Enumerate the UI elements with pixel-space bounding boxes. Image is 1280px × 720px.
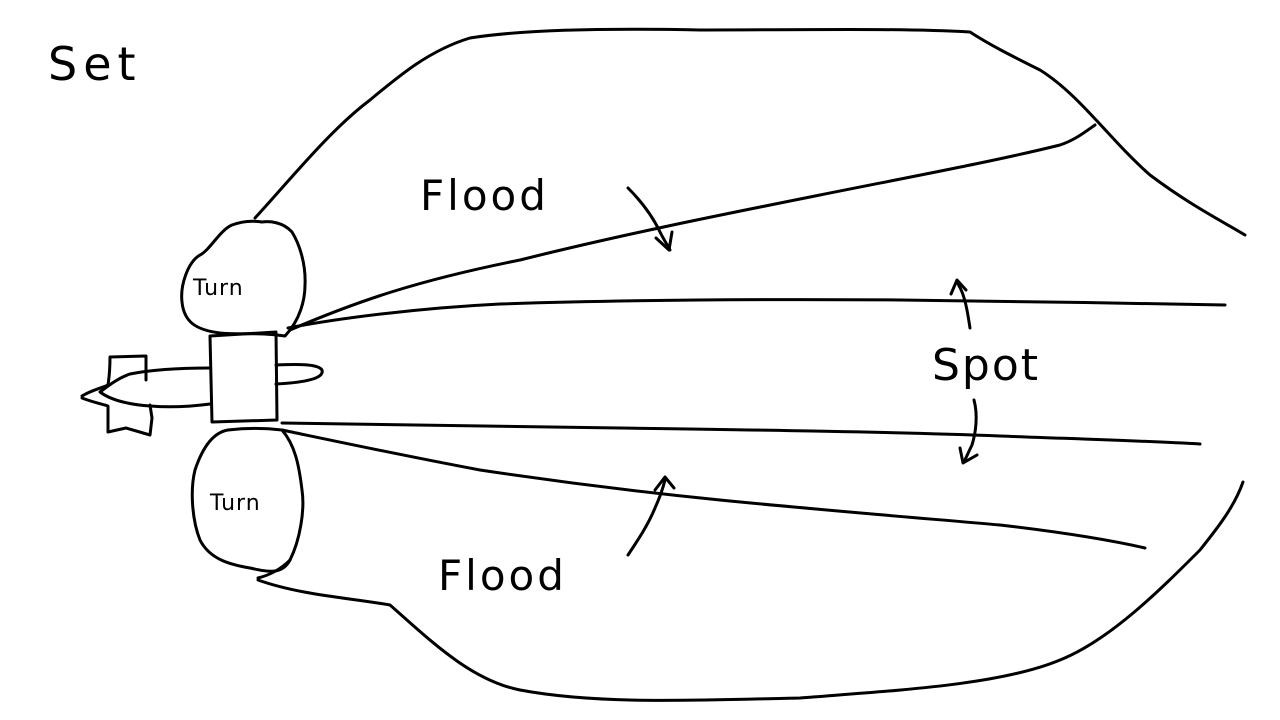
spot-label: Spot (932, 340, 1040, 391)
player-arm-right (274, 363, 324, 386)
player-head-piece (80, 354, 148, 398)
flood-line-top (288, 123, 1097, 332)
spot-line-bottom (280, 421, 1202, 446)
spot-down-arrow (962, 398, 978, 464)
field-boundary-bottom (256, 480, 1245, 702)
flood-top-arrowhead (654, 230, 674, 252)
diagram-title: Set (48, 37, 142, 91)
flood-line-bottom (280, 428, 1147, 550)
flood-top-arrow (626, 186, 672, 252)
spot-down-arrowhead (958, 446, 979, 465)
flood-bottom-arrowhead (653, 475, 676, 492)
player-arm-left (98, 366, 212, 409)
flood-bottom-label: Flood (438, 551, 567, 600)
flood-top-label: Flood (420, 171, 549, 220)
spot-line-top (286, 298, 1227, 330)
flood-bottom-arrow (626, 478, 667, 557)
turn-lobe-bottom-tail (256, 558, 292, 580)
field-boundary-top (253, 27, 1247, 237)
player-body (208, 330, 279, 424)
turn-lobe-top (180, 219, 307, 338)
spot-up-arrowhead (949, 278, 968, 296)
turn-lobe-bottom (190, 427, 305, 573)
turn-top-label: Turn (192, 276, 244, 301)
player-head-piece-bottom (80, 396, 154, 437)
spot-up-arrow (955, 280, 972, 330)
turn-bottom-label: Turn (209, 491, 261, 516)
